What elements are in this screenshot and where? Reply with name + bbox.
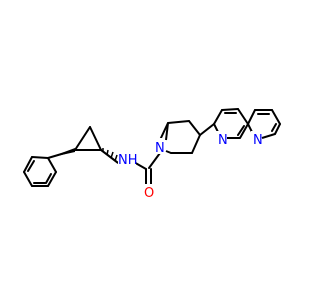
- naphthyridine-n8-label: N: [253, 133, 263, 148]
- structure-svg: NH N O N N: [23, 108, 281, 201]
- piperidine-n-label: N: [155, 141, 165, 156]
- stereo-hash-methylene: [102, 148, 118, 162]
- piperidine-naphthyridine-bond: [199, 123, 215, 136]
- stereo-wedge-phenyl: [48, 148, 75, 158]
- molecule-diagram: NH N O N N: [23, 108, 281, 201]
- amide-nh-label: NH: [118, 153, 138, 168]
- carbonyl-o-label: O: [144, 186, 154, 201]
- cyclopropane-ring: [74, 126, 102, 151]
- naphthyridine-n1-label: N: [218, 133, 228, 148]
- phenyl-ring: [23, 156, 57, 187]
